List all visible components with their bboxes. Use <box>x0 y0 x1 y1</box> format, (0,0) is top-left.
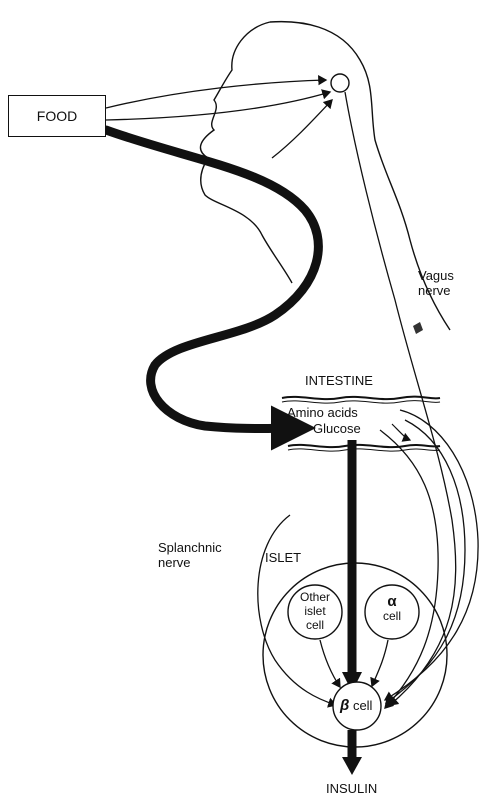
amino-acids-label: Amino acids <box>287 405 358 420</box>
food-to-brain-arrow-2 <box>106 92 330 120</box>
food-box: FOOD <box>8 95 106 137</box>
other-line-2: islet <box>292 604 338 618</box>
glucose-arrow-2 <box>386 420 465 703</box>
insulin-label: INSULIN <box>326 781 377 796</box>
mouth-to-brain-arrow <box>272 100 332 158</box>
beta-symbol: β <box>340 697 349 714</box>
vagus-nerve-label: Vagus nerve <box>418 268 454 298</box>
beta-cell-text: cell <box>353 698 373 713</box>
vagus-line-2: nerve <box>418 283 454 298</box>
other-to-beta-arrow <box>320 640 340 687</box>
splanchnic-nerve-label: Splanchnic nerve <box>158 540 222 570</box>
splanchnic-line-1: Splanchnic <box>158 540 222 555</box>
intestine-wall-bottom-2 <box>288 449 440 451</box>
amino-small-arrow <box>392 424 410 440</box>
amino-acid-arrow <box>385 410 478 700</box>
other-line-1: Other <box>292 590 338 604</box>
brain-center-node <box>331 74 349 92</box>
intestine-label: INTESTINE <box>305 373 373 388</box>
alpha-cell-label: α cell <box>370 594 414 624</box>
vagus-nerve-node <box>413 322 423 334</box>
alpha-symbol: α <box>370 594 414 609</box>
vagus-line-1: Vagus <box>418 268 454 283</box>
alpha-to-beta-arrow <box>372 640 388 686</box>
glucose-label: Glucose <box>313 421 361 436</box>
other-islet-cell-label: Other islet cell <box>292 590 338 632</box>
alpha-cell-text: cell <box>370 609 414 624</box>
islet-label: ISLET <box>265 550 301 565</box>
intestine-wall-bottom <box>288 445 440 447</box>
digestive-tract <box>106 130 318 429</box>
other-line-3: cell <box>292 618 338 632</box>
food-label: FOOD <box>37 108 77 124</box>
intestine-wall-top <box>282 397 440 400</box>
insulin-arrowhead <box>342 757 362 775</box>
intestine-wall-top-2 <box>282 401 440 404</box>
splanchnic-line-2: nerve <box>158 555 222 570</box>
beta-cell-label: β cell <box>340 698 372 713</box>
